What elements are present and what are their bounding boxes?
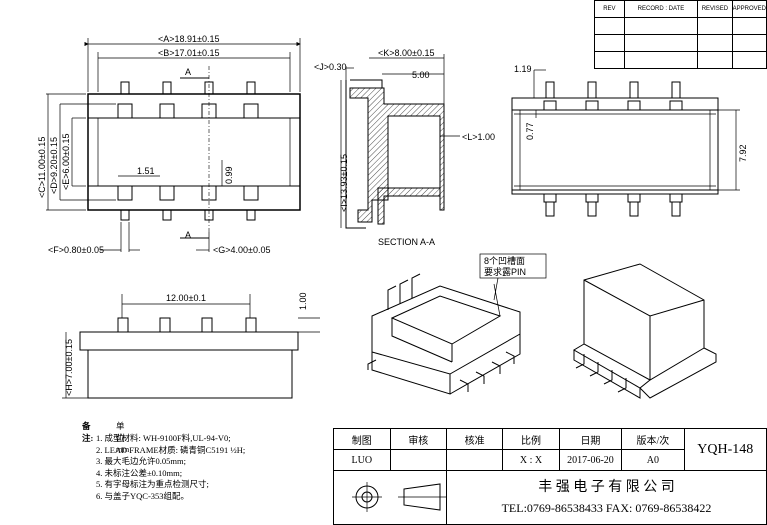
side-view: 12.00±0.1 1.00 <H>7.00±0.15	[62, 292, 320, 399]
revision-table: REV RECORD : DATE REVISED APPROVED	[594, 0, 767, 69]
dim-0-99: 0.99	[224, 166, 234, 184]
note-item: 6. 与盖子YQC-353组配。	[96, 490, 190, 501]
front-bottom-pins	[117, 185, 259, 221]
tb-company-cell: 丰 强 电 子 有 限 公 司 TEL:0769-86538433 FAX: 0…	[445, 470, 767, 525]
dim-0-77: 0.77	[525, 122, 535, 140]
dim-1-19: 1.19	[514, 64, 532, 74]
tb-header-drawn: 制图	[333, 428, 391, 450]
tb-header-date: 日期	[558, 428, 623, 450]
isometric-pins	[367, 273, 515, 392]
side-view-pins	[117, 317, 257, 333]
dim-a: <A>18.91±0.15	[158, 34, 220, 44]
tb-value-scale: X : X	[502, 449, 560, 471]
dim-b: <B>17.01±0.15	[158, 48, 220, 58]
callout: 8个凹槽面 要求露PIN	[479, 253, 547, 301]
tb-header-checked: 审核	[389, 428, 447, 450]
dim-c: <C>11.00±0.15	[37, 137, 47, 198]
dim-k: <K>8.00±0.15	[378, 48, 435, 58]
dim-7-92: 7.92	[738, 144, 748, 162]
dim-g: <G>4.00±0.05	[213, 245, 271, 255]
note-item: 4. 未标注公差±0.10mm;	[96, 467, 183, 478]
callout-line1: 8个凹槽面	[484, 255, 525, 266]
note-item: 1. 成型材料: WH-9100F料,UL-94-V0;	[96, 433, 231, 443]
notes-list: 1. 成型材料: WH-9100F料,UL-94-V0; 2. LEAD FRA…	[96, 433, 316, 503]
dim-f: <F>0.80±0.05	[48, 245, 104, 255]
tb-value-approved	[445, 449, 504, 471]
note-item: 2. LEAD FRAME材质: 磷青铜C5191 ½H;	[96, 444, 246, 455]
dim-d: <D>9.20±0.15	[49, 137, 59, 194]
dim-12-00: 12.00±0.1	[166, 293, 206, 303]
note-item: 3. 最大毛边允许0.05mm;	[96, 456, 186, 467]
tb-header-approved: 核准	[445, 428, 504, 450]
rev-header-record: RECORD : DATE	[623, 0, 699, 18]
isometric-open-view	[367, 273, 521, 395]
tb-symbol-cell	[333, 470, 447, 525]
part-number: YQH-148	[683, 428, 767, 471]
dim-1-00: 1.00	[298, 292, 308, 310]
notes-unit: 单位: mm	[116, 421, 130, 455]
isometric-closed-pins	[575, 354, 627, 393]
section-mark-bottom: A	[185, 230, 191, 240]
top-view-pins	[543, 81, 683, 217]
rev-header-rev: REV	[594, 0, 625, 18]
rev-header-revised: REVISED	[697, 0, 733, 18]
dim-e: <E>6.00±0.15	[61, 134, 71, 191]
title-block: 制图 审核 核准 比例 日期 版本/次 YQH-148 LUO X : X 20…	[333, 428, 767, 525]
notes-title: 备注:	[82, 421, 94, 443]
top-view: 1.19 0.77 7.92	[511, 64, 748, 217]
tb-value-checked	[389, 449, 447, 471]
dim-h: <H>7.00±0.15	[64, 339, 74, 396]
section-view: <J>0.30 <K>8.00±0.15 5.00 <L>1.00 <I>13.…	[314, 48, 495, 247]
front-top-pins	[117, 81, 259, 119]
tb-value-drawn: LUO	[333, 449, 391, 471]
company-phone: TEL:0769-86538433 FAX: 0769-86538422	[501, 500, 712, 515]
callout-line2: 要求露PIN	[484, 266, 526, 277]
dim-j: <J>0.30	[314, 62, 347, 72]
tb-value-version: A0	[621, 449, 685, 471]
front-view: A A <A>18.91±0.15 <B>17.01±0.15 <C>11.00…	[37, 34, 301, 255]
company-name: 丰 强 电 子 有 限 公 司	[538, 479, 675, 495]
isometric-closed-view	[573, 263, 717, 399]
section-mark-top: A	[185, 67, 191, 77]
tb-value-date: 2017-06-20	[558, 449, 623, 471]
tb-header-version: 版本/次	[621, 428, 685, 450]
dim-1-51: 1.51	[137, 166, 155, 176]
section-caption: SECTION A-A	[378, 237, 435, 247]
dim-5-00: 5.00	[412, 70, 430, 80]
rev-header-approved: APPROVED	[731, 0, 767, 18]
dim-l: <L>1.00	[462, 132, 495, 142]
dim-i: <I>13.93±0.15	[339, 154, 349, 212]
tb-header-scale: 比例	[502, 428, 560, 450]
note-item: 5. 有字母标注为重点检测尺寸;	[96, 479, 209, 490]
